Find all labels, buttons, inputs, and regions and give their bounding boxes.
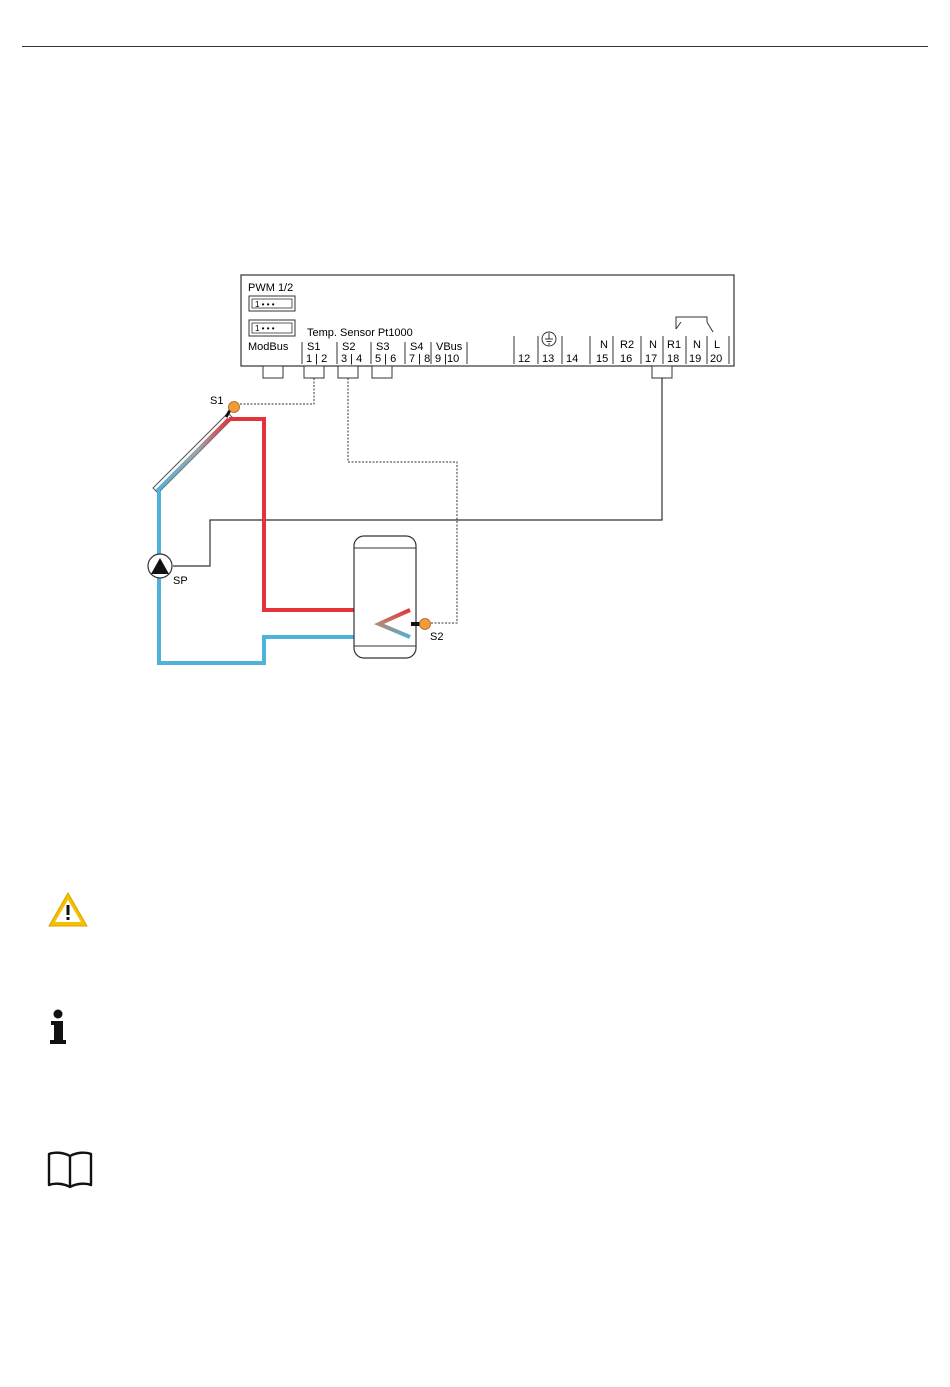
pump-icon — [148, 554, 172, 578]
sensor-group-vbus-pins: 9 |10 — [435, 353, 459, 365]
sensor-group-s3-label: S3 — [376, 341, 389, 353]
manual-book-icon — [46, 1148, 94, 1190]
terminal-20-function: L — [714, 339, 720, 351]
controller-unit: PWM 1/2 1 • • • 1 • • • ModBus Temp. Sen… — [241, 275, 734, 378]
s1-sensor-wire — [238, 378, 314, 404]
terminal-19-number: 19 — [689, 353, 701, 365]
sensor-group-s4-label: S4 — [410, 341, 423, 353]
storage-tank — [354, 536, 416, 658]
terminal-18-function: R1 — [667, 339, 681, 351]
solar-system-wiring-diagram: PWM 1/2 1 • • • 1 • • • ModBus Temp. Sen… — [0, 0, 950, 760]
collector-sensor-s1 — [226, 402, 240, 418]
terminal-16-number: 16 — [620, 353, 632, 365]
pump-power-wire — [173, 378, 662, 566]
s2-label: S2 — [430, 631, 443, 643]
s1-label: S1 — [210, 395, 223, 407]
sensor-group-vbus-label: VBus — [436, 341, 463, 353]
terminal-12-number: 12 — [518, 353, 530, 365]
modbus-label: ModBus — [248, 341, 289, 353]
pwm-label: PWM 1/2 — [248, 282, 293, 294]
terminal-17-number: 17 — [645, 353, 657, 365]
terminal-16-function: R2 — [620, 339, 634, 351]
info-icon — [46, 1008, 70, 1048]
modbus-plug — [263, 366, 283, 378]
sensor-group-s3-pins: 5 | 6 — [375, 353, 396, 365]
pwm-pins: 1 • • • — [255, 300, 275, 309]
terminal-18-number: 18 — [667, 353, 679, 365]
terminal-20-number: 20 — [710, 353, 722, 365]
sensor-group-s4-pins: 7 | 8 — [409, 353, 430, 365]
terminal-15-number: 15 — [596, 353, 608, 365]
s3-plug — [372, 366, 392, 378]
sensor-group-s1-pins: 1 | 2 — [306, 353, 327, 365]
warning-icon — [46, 890, 90, 930]
terminal-17-function: N — [649, 339, 657, 351]
solar-collector — [153, 413, 233, 493]
sensor-group-s2-pins: 3 | 4 — [341, 353, 362, 365]
sensor-heading: Temp. Sensor Pt1000 — [307, 327, 413, 339]
terminal-13-number: 13 — [542, 353, 554, 365]
s2-plug — [338, 366, 358, 378]
modbus-pins: 1 • • • — [255, 324, 275, 333]
sensor-group-s2-label: S2 — [342, 341, 355, 353]
pump-label: SP — [173, 575, 188, 587]
s1-plug — [304, 366, 324, 378]
terminal-14-number: 14 — [566, 353, 578, 365]
r1-plug — [652, 366, 672, 378]
terminal-15-function: N — [600, 339, 608, 351]
terminal-19-function: N — [693, 339, 701, 351]
sensor-group-s1-label: S1 — [307, 341, 320, 353]
